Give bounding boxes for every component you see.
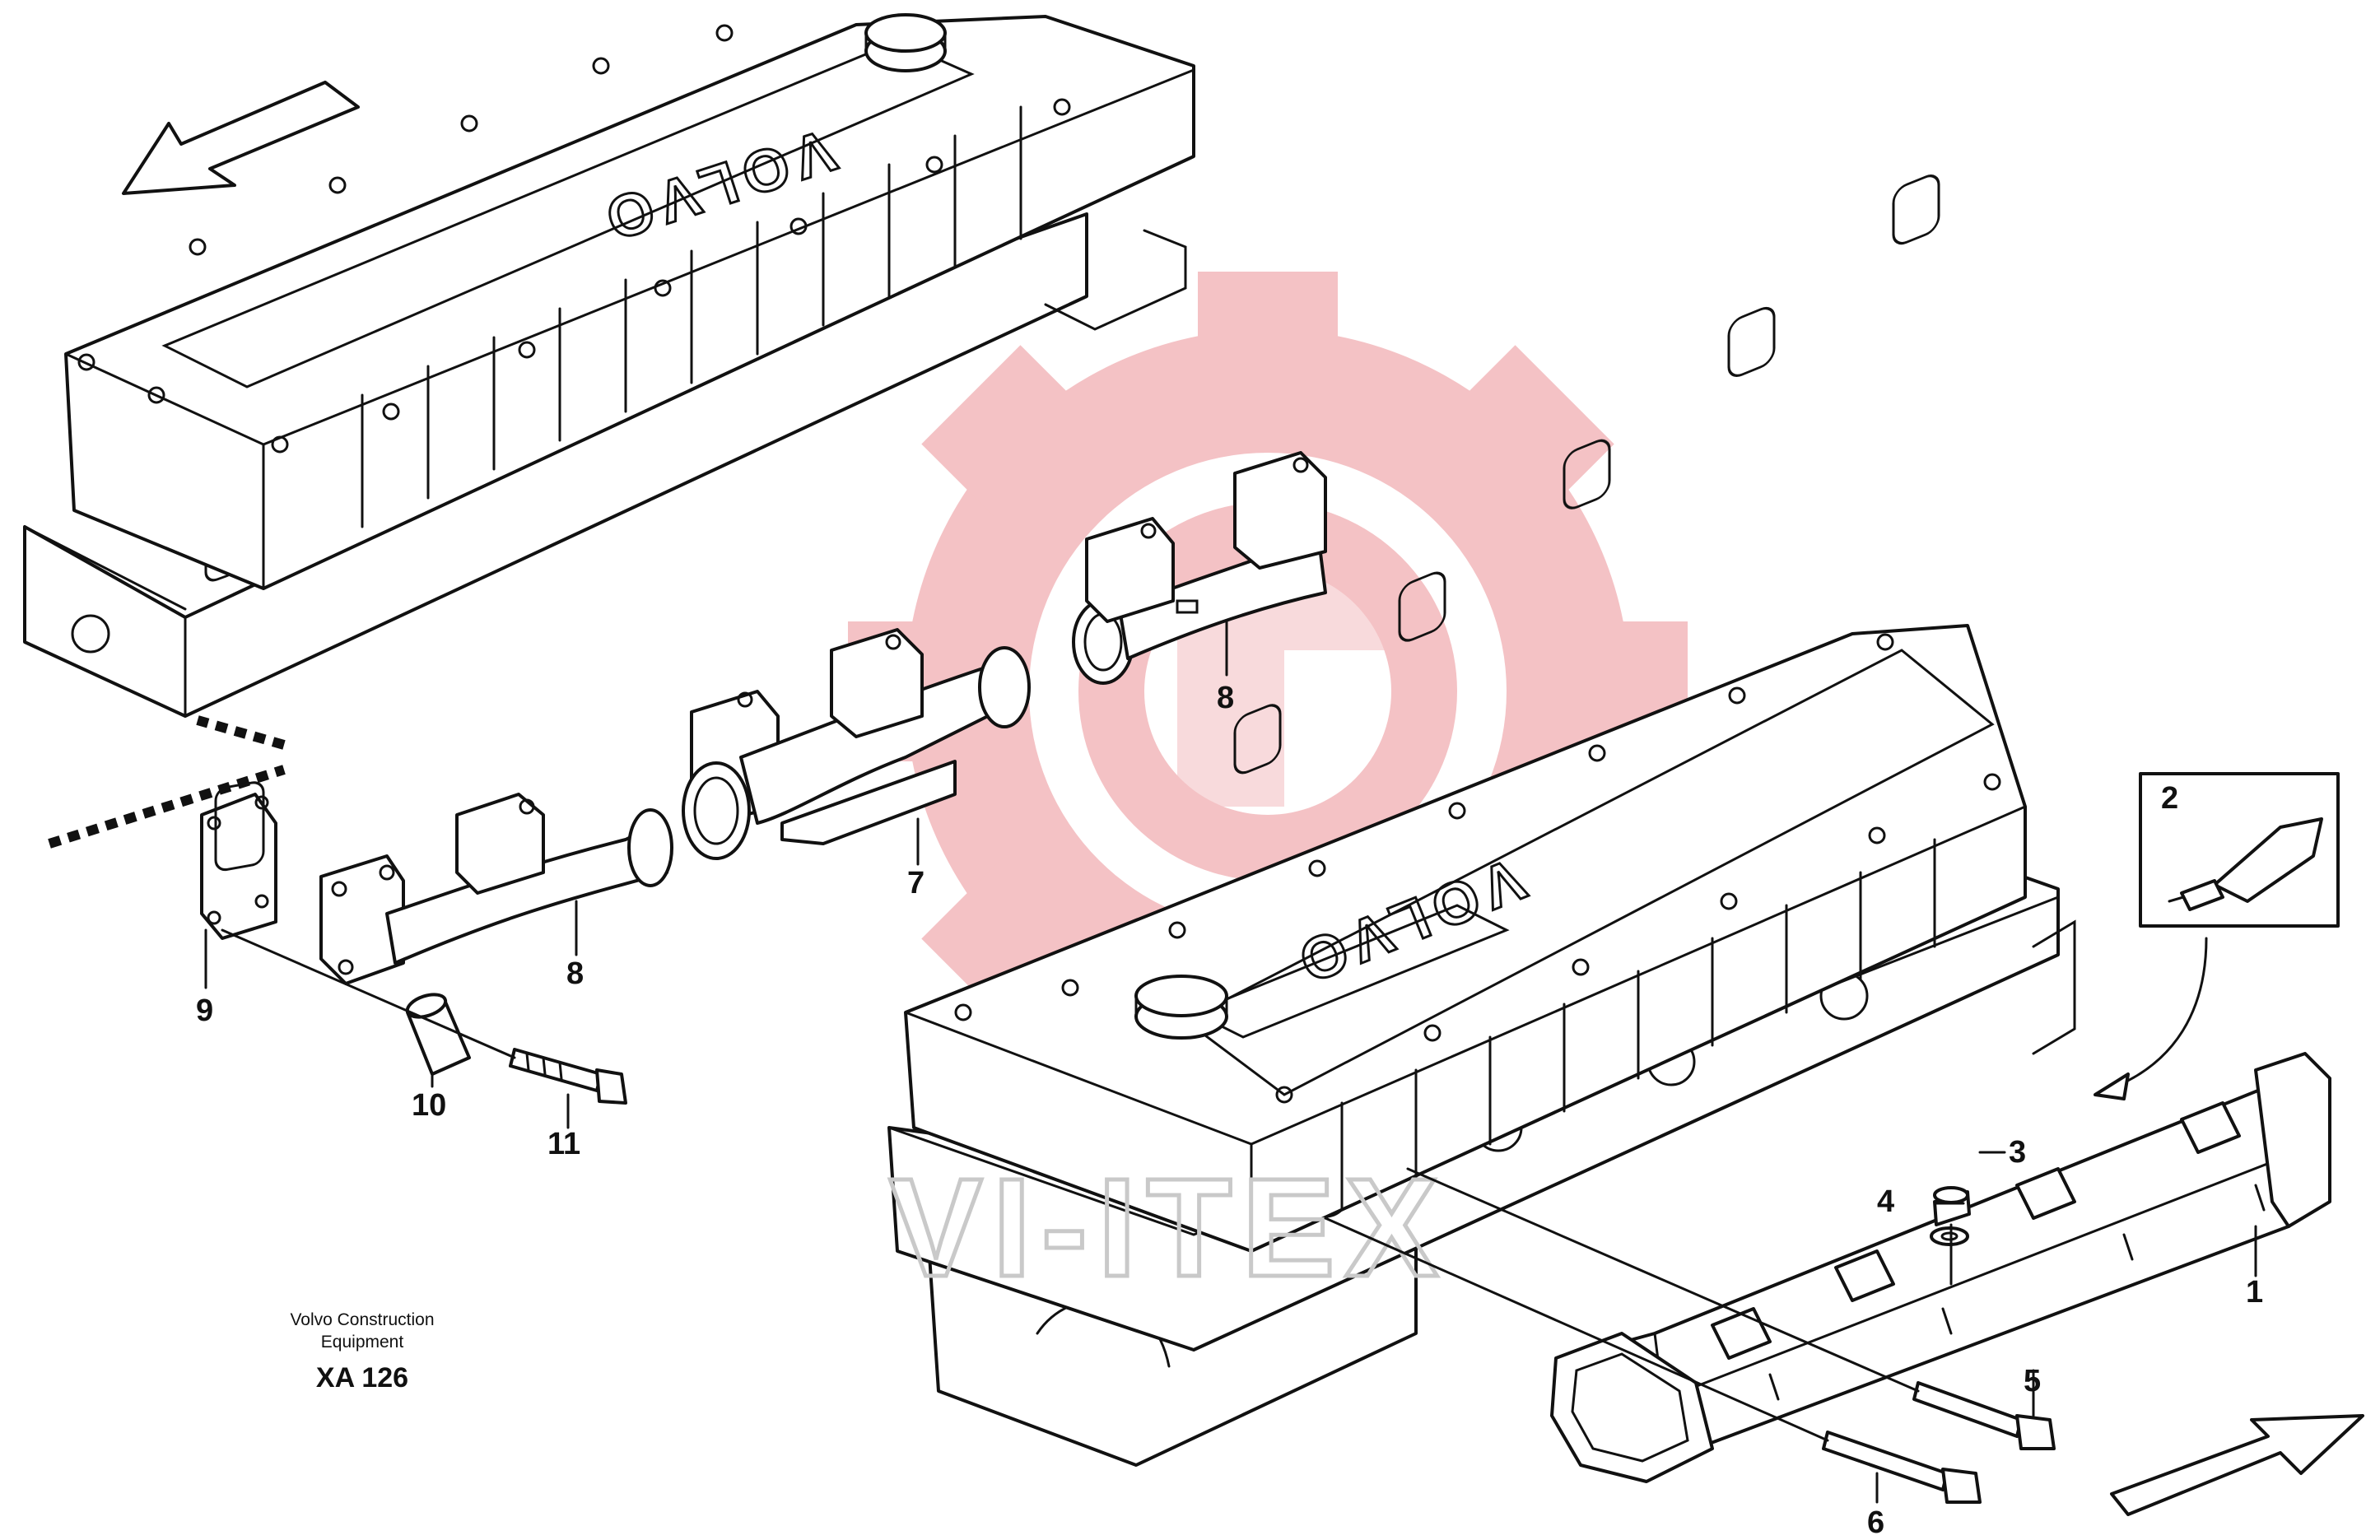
mounting-bolt-right-lower (1822, 1431, 1982, 1504)
exhaust-manifold-section-left (319, 793, 673, 985)
drawing-code: XA 126 (316, 1362, 408, 1393)
callout-5: 5 (2024, 1364, 2041, 1398)
plug-screw (1933, 1186, 1971, 1226)
callout-11: 11 (547, 1127, 580, 1161)
sealant-tube-icon (2213, 817, 2323, 903)
exhaust-manifold-section-right (1072, 451, 1327, 685)
callout-8-right: 8 (1217, 681, 1234, 715)
callout-9: 9 (196, 993, 213, 1028)
callout-6: 6 (1867, 1505, 1884, 1540)
callout-3: 3 (2009, 1135, 2026, 1170)
exhaust-gasket (200, 781, 277, 940)
callout-2: 2 (2161, 781, 2178, 816)
assembly-line-left (221, 928, 516, 1059)
caption-line-2: Equipment (321, 1333, 404, 1352)
sealing-washer (1930, 1226, 1969, 1246)
callout-10: 10 (412, 1088, 446, 1123)
assembly-line-right-upper (1406, 1167, 1920, 1393)
callout-7: 7 (907, 866, 925, 900)
inset-pointer-arrowhead-icon (2094, 1072, 2130, 1100)
sealant-inset (2139, 772, 2340, 928)
direction-arrow-right-icon (2110, 1414, 2364, 1516)
mounting-bolt-left (509, 1048, 627, 1105)
gasket-edge-lower (48, 765, 286, 849)
direction-arrow-left-icon (122, 81, 360, 195)
cylinder-head-top: VOLVO (23, 13, 1195, 718)
inset-pointer-arrow (2114, 937, 2208, 1088)
exhaust-manifold-section-center (682, 628, 1031, 860)
watermark-text: VI-ITEX (889, 1150, 1448, 1306)
gasket-edge-upper (196, 715, 286, 750)
callout-8-left: 8 (566, 956, 584, 991)
assembly-line-right-lower (1324, 1217, 1829, 1442)
caption-line-1: Volvo Construction (290, 1310, 434, 1329)
cylinder-head-bottom: VOLVO (887, 174, 2076, 1467)
callout-1: 1 (2246, 1275, 2263, 1310)
mounting-bolt-right-upper (1912, 1381, 2056, 1450)
callout-4: 4 (1877, 1184, 1894, 1219)
callout-leaders (204, 620, 2257, 1504)
spacer-sleeve (405, 993, 471, 1076)
